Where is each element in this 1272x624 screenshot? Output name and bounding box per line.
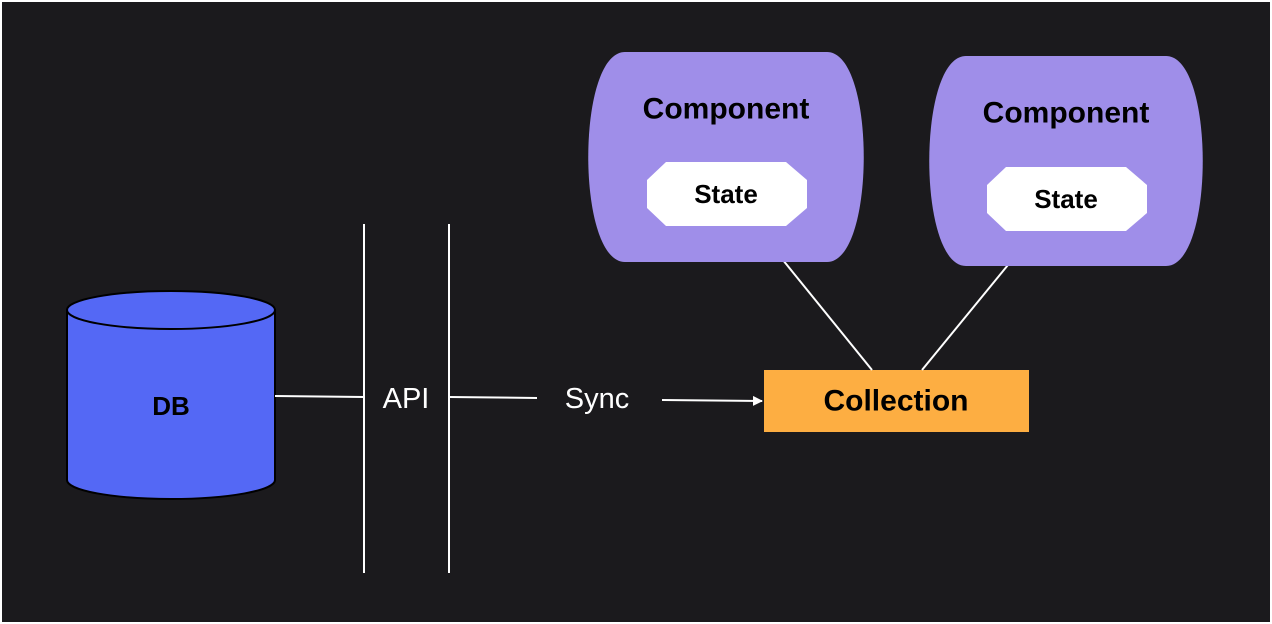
collection-box: Collection — [764, 370, 1029, 432]
sync-to-collection-arrow — [661, 395, 763, 406]
state-label-1: State — [694, 179, 758, 209]
db-body — [66, 309, 276, 500]
state-label-2: State — [1034, 184, 1098, 214]
state-octagon-1 — [647, 162, 807, 226]
state-octagon-2 — [987, 167, 1147, 231]
sync-label: Sync — [565, 383, 629, 415]
api-label: API — [383, 383, 430, 415]
db-to-api-connector — [274, 395, 365, 398]
collection-rect — [764, 370, 1029, 432]
collection-label: Collection — [823, 385, 968, 418]
db-top — [66, 290, 276, 330]
component-shape-2 — [929, 56, 1203, 266]
component-shape-1 — [588, 52, 864, 262]
db-cylinder: DB — [66, 290, 276, 500]
api-to-sync-connector — [448, 396, 538, 399]
db-label: DB — [152, 391, 190, 421]
component-label-1: Component — [643, 93, 810, 126]
component-node-2: Component State — [929, 56, 1203, 266]
component-label-2: Component — [983, 97, 1150, 130]
component-node-1: Component State — [588, 52, 864, 262]
